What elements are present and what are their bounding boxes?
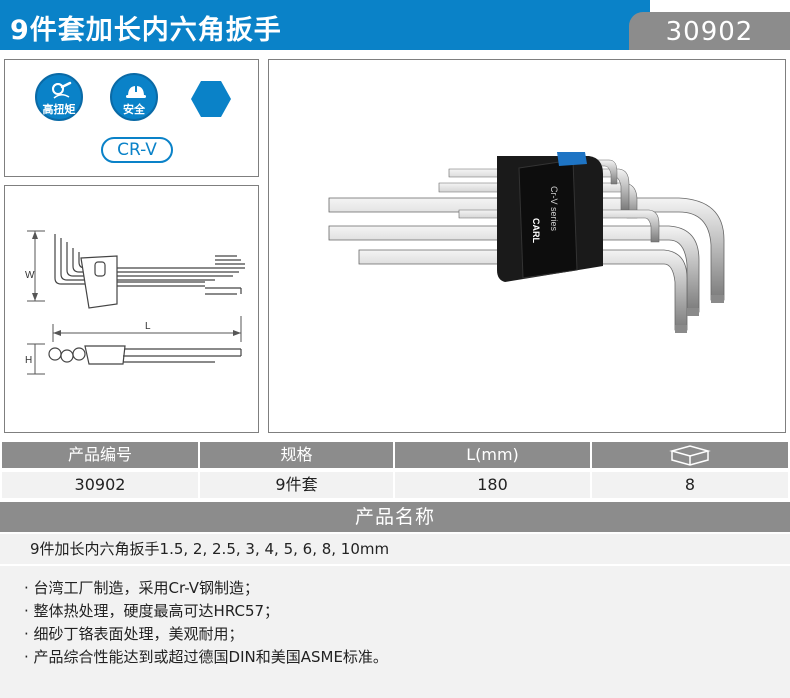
feature-icons-panel: 高扭矩 安全	[4, 59, 259, 177]
box-icon	[669, 445, 711, 466]
product-name-heading: 产品名称	[0, 502, 790, 532]
hex-key-set-photo: Cr-V series CARL	[328, 152, 725, 333]
product-code: 30902	[665, 17, 754, 47]
table-header-spec: 规格	[200, 442, 393, 468]
torque-label: 高扭矩	[42, 103, 76, 116]
w-dimension-label: W	[25, 270, 35, 281]
table-header-box	[592, 442, 788, 468]
holder-series-text: Cr-V series	[549, 186, 559, 232]
product-name-value: 9件加长内六角扳手1.5, 2, 2.5, 3, 4, 5, 6, 8, 10m…	[0, 534, 790, 564]
list-item: · 整体热处理，硬度最高可达HRC57；	[24, 602, 280, 620]
table-header-length: L(mm)	[395, 442, 590, 468]
list-item: · 细砂丁铬表面处理，美观耐用；	[24, 625, 244, 643]
holder-brand-text: CARL	[531, 218, 541, 243]
page-title: 9件套加长内六角扳手	[10, 15, 282, 46]
safety-label: 安全	[123, 103, 145, 116]
product-photo-panel: Cr-V series CARL	[268, 59, 786, 433]
hex-icon	[191, 81, 231, 117]
dimension-diagram-panel: W L H	[4, 185, 259, 433]
table-header-product-code: 产品编号	[2, 442, 198, 468]
list-item: · 产品综合性能达到或超过德国DIN和美国ASME标准。	[24, 648, 388, 666]
l-dimension-label: L	[145, 321, 151, 332]
torque-badge: 高扭矩	[35, 73, 83, 121]
table-cell-box-qty: 8	[592, 472, 788, 498]
table-cell-spec: 9件套	[200, 472, 393, 498]
header-bar: 9件套加长内六角扳手	[0, 0, 650, 50]
table-cell-length: 180	[395, 472, 590, 498]
product-code-tab: 30902	[629, 12, 790, 50]
list-item: · 台湾工厂制造，采用Cr-V钢制造；	[24, 579, 260, 597]
crv-material-badge: CR-V	[101, 137, 173, 163]
h-dimension-label: H	[25, 355, 32, 366]
key-holder: Cr-V series CARL	[497, 152, 603, 282]
torque-icon	[52, 81, 72, 99]
feature-list: · 台湾工厂制造，采用Cr-V钢制造； · 整体热处理，硬度最高可达HRC57；…	[0, 566, 790, 698]
hard-hat-icon	[126, 84, 146, 98]
safety-badge: 安全	[110, 73, 158, 121]
dimension-drawing: W L H	[25, 230, 245, 375]
table-cell-product-code: 30902	[2, 472, 198, 498]
